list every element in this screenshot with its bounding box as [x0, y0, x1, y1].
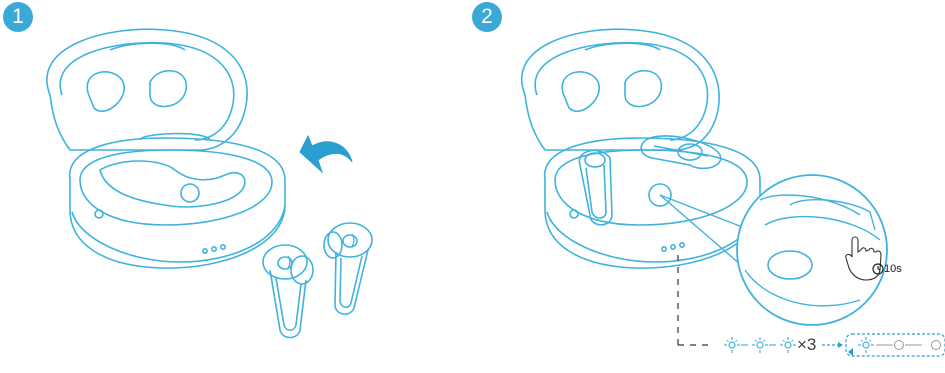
led-blink-icon: [724, 337, 740, 353]
led-off-icon: [932, 341, 941, 350]
sequence-arrow: [822, 342, 843, 348]
hold-timer-label: 10s: [884, 263, 902, 275]
led-leader-line: [678, 255, 712, 345]
blink-count-label: ×3: [797, 335, 816, 355]
step1-earbuds: [263, 223, 372, 338]
led-blink-icon: [752, 337, 768, 353]
led-off-icon: [895, 341, 904, 350]
step-2-badge: 2: [472, 2, 502, 32]
led-blink-icon: [858, 337, 874, 353]
step-1-badge: 1: [3, 2, 33, 32]
rotate-arrow-icon: [300, 136, 352, 172]
led-blink-icon: [780, 337, 796, 353]
step1-case-illustration: [47, 29, 285, 268]
